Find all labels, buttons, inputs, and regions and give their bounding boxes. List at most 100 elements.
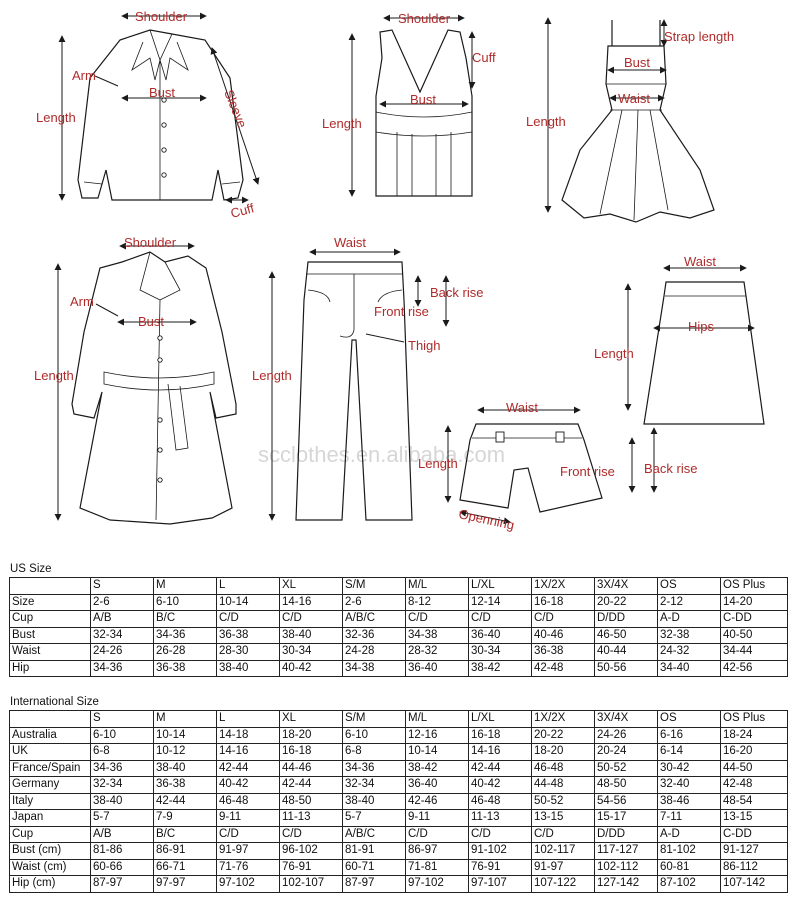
table-cell: C/D: [468, 825, 532, 843]
table-cell: 34-38: [405, 626, 469, 644]
pants-diagram: [268, 248, 450, 521]
table-cell: 87-97: [342, 875, 406, 893]
table-cell: 96-102: [279, 842, 343, 860]
table-header-cell: [9, 577, 91, 595]
table-row-label: Waist (cm): [9, 858, 91, 876]
table-header-cell: 3X/4X: [594, 710, 658, 728]
table-row-label: Germany: [9, 776, 91, 794]
skirt-hips-label: Hips: [688, 319, 715, 334]
table-cell: 86-91: [153, 842, 217, 860]
table-cell: 14-16: [216, 743, 280, 761]
table-cell: 34-36: [342, 759, 406, 777]
shorts-diagram: [444, 406, 658, 525]
table-cell: 32-34: [90, 626, 154, 644]
table-header-cell: XL: [279, 577, 343, 595]
table-cell: 117-127: [594, 842, 658, 860]
shorts-length-label: Length: [418, 456, 458, 471]
table-cell: 18-24: [720, 726, 788, 744]
table-header-cell: [9, 710, 91, 728]
table-cell: 42-44: [216, 759, 280, 777]
table-cell: 36-40: [468, 626, 532, 644]
table-header-cell: M/L: [405, 577, 469, 595]
tank-length-label: Length: [322, 116, 362, 131]
table-cell: 38-42: [468, 659, 532, 677]
table-row-label: Bust (cm): [9, 842, 91, 860]
table-cell: C/D: [216, 610, 280, 628]
table-cell: 76-91: [468, 858, 532, 876]
table-cell: 50-56: [594, 659, 658, 677]
table-cell: 6-8: [342, 743, 406, 761]
table-cell: 32-34: [90, 776, 154, 794]
table-cell: 60-71: [342, 858, 406, 876]
table-row-label: Cup: [9, 825, 91, 843]
table-cell: 81-86: [90, 842, 154, 860]
table-cell: 32-36: [342, 626, 406, 644]
tank-cuff-label: Cuff: [472, 50, 496, 65]
table-row-label: Hip (cm): [9, 875, 91, 893]
table-cell: 48-54: [720, 792, 788, 810]
table-cell: 10-14: [153, 726, 217, 744]
table-cell: A-D: [657, 610, 721, 628]
table-cell: 71-81: [405, 858, 469, 876]
table-header-cell: S: [90, 710, 154, 728]
table-header-cell: OS Plus: [720, 577, 788, 595]
table-cell: C/D: [531, 610, 595, 628]
table-cell: 91-127: [720, 842, 788, 860]
table-cell: 40-44: [594, 643, 658, 661]
table-cell: 42-46: [405, 792, 469, 810]
table-cell: 42-48: [720, 776, 788, 794]
table-cell: 28-30: [216, 643, 280, 661]
table-header-cell: L: [216, 577, 280, 595]
coat-shoulder-label: Shoulder: [124, 235, 177, 250]
table-cell: 38-42: [405, 759, 469, 777]
tank-diagram: [348, 14, 476, 197]
table-cell: 40-46: [531, 626, 595, 644]
table-cell: 34-36: [153, 626, 217, 644]
table-cell: 40-42: [279, 659, 343, 677]
table-row-label: Size: [9, 593, 91, 611]
table-cell: 48-50: [279, 792, 343, 810]
table-cell: 32-38: [657, 626, 721, 644]
table-cell: 14-20: [720, 593, 788, 611]
table-cell: 91-102: [468, 842, 532, 860]
table-cell: 40-42: [468, 776, 532, 794]
table-cell: 6-16: [657, 726, 721, 744]
table-row-label: Waist: [9, 643, 91, 661]
dress-waist-label: Waist: [618, 91, 650, 106]
pants-waist-label: Waist: [334, 235, 366, 250]
pants-thigh-label: Thigh: [408, 338, 441, 353]
table-cell: 11-13: [279, 809, 343, 827]
table-cell: 97-102: [405, 875, 469, 893]
table-cell: 36-38: [153, 659, 217, 677]
table-header-cell: L/XL: [468, 577, 532, 595]
table-cell: 6-10: [90, 726, 154, 744]
table-cell: 38-40: [153, 759, 217, 777]
table-row-label: UK: [9, 743, 91, 761]
table-cell: 102-107: [279, 875, 343, 893]
table-cell: 40-50: [720, 626, 788, 644]
table-cell: 15-17: [594, 809, 658, 827]
skirt-diagram: [624, 264, 765, 425]
table-cell: 32-34: [342, 776, 406, 794]
skirt-length-label: Length: [594, 346, 634, 361]
table-cell: 60-81: [657, 858, 721, 876]
table-cell: 36-38: [153, 776, 217, 794]
table-cell: A/B: [90, 825, 154, 843]
table-cell: 46-48: [216, 792, 280, 810]
table-cell: 48-50: [594, 776, 658, 794]
table-header-cell: 1X/2X: [531, 577, 595, 595]
table-cell: 91-97: [216, 842, 280, 860]
table-cell: 7-11: [657, 809, 721, 827]
table-header-cell: OS Plus: [720, 710, 788, 728]
table-cell: D/DD: [594, 825, 658, 843]
table-cell: A/B/C: [342, 825, 406, 843]
table-cell: 12-16: [405, 726, 469, 744]
shirt-shoulder-label: Shoulder: [135, 9, 188, 24]
table-cell: 38-40: [279, 626, 343, 644]
